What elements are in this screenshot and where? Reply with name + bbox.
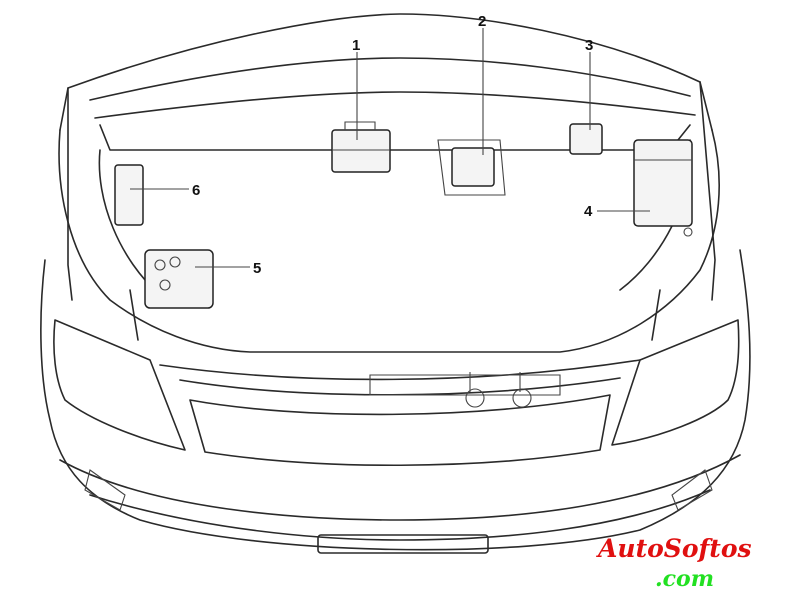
callout-6: 6: [192, 182, 200, 199]
cowl-details: [369, 372, 561, 396]
watermark-domain: .com: [655, 566, 715, 592]
right-strut: [651, 81, 716, 341]
component-2: [437, 139, 506, 196]
left-strut: [67, 87, 139, 341]
component-6: [114, 164, 144, 226]
leader-lines: [130, 28, 650, 268]
hood-outline: [59, 13, 713, 131]
watermark-text: AutoSoftos: [598, 534, 752, 563]
right-headlight: [611, 319, 740, 446]
callout-4: 4: [584, 203, 593, 220]
left-headlight: [53, 319, 186, 451]
fog-right: [671, 469, 713, 511]
callout-5: 5: [253, 260, 261, 277]
component-5: [144, 249, 214, 309]
license-plate-slot: [317, 534, 489, 554]
component-4: [633, 139, 693, 237]
callout-1: 1: [352, 37, 360, 54]
callout-3: 3: [585, 37, 593, 54]
hood-front-edge: [159, 359, 641, 396]
bay-rear-edge: [94, 91, 696, 151]
callout-2: 2: [478, 13, 486, 30]
component-3: [569, 123, 603, 155]
fog-left: [84, 469, 126, 511]
component-1: [331, 121, 391, 173]
body-outline: [40, 249, 751, 551]
bumper: [59, 454, 741, 541]
grille: [189, 394, 611, 467]
